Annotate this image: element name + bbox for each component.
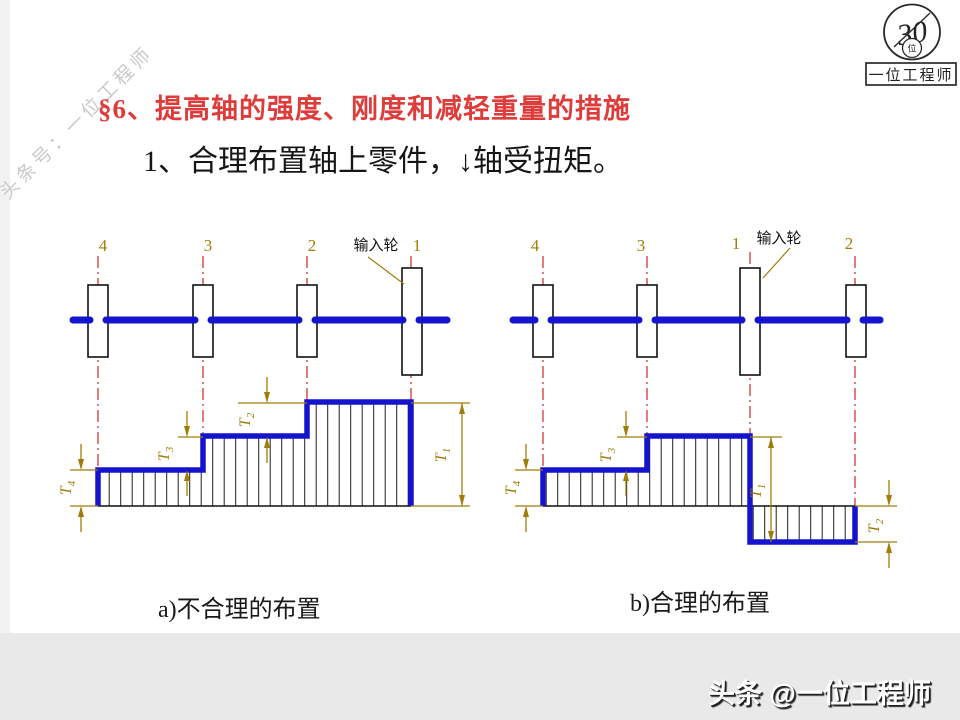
dim-label-t2: T2 [866,518,886,533]
diagram-b-torque-hatch [543,436,855,542]
brand-logo: 30 位 一位工程师 [865,3,957,86]
caption-diagram-a: a)不合理的布置 [158,597,321,623]
dim-label-t4: T4 [503,480,523,495]
diagram-a-torque-hatch [98,402,411,506]
dim-t3 [178,411,203,496]
wheel-number: 3 [204,236,213,255]
diagram-a-wheels [87,267,423,376]
dim-t2 [238,377,307,463]
diagram-a-dimensions [70,377,470,532]
logo-name-text: 一位工程师 [868,67,953,84]
input-wheel-label: 输入轮 [756,230,801,247]
footer-band [0,633,960,720]
diagram-b: 4 3 1 2 输入轮 [503,230,897,568]
logo-swash [893,12,931,48]
dim-label-t3: T3 [156,446,176,461]
logo-name-box [865,62,957,86]
diagram-a-wheel-numbers: 4 3 2 1 [99,236,422,255]
wheel-number: 4 [531,236,540,255]
dim-t1 [750,436,782,542]
dim-label-t1: T1 [433,448,453,462]
wheel-number: 3 [637,236,646,255]
logo-seal-circle [901,37,923,59]
dim-label-t3: T3 [598,447,618,462]
dim-label-t1: T1 [748,484,768,498]
wheel-number: 4 [99,236,108,255]
diagram-a-torque-profile [95,399,414,506]
dim-t4 [70,444,98,532]
dim-t4 [515,444,543,532]
dim-label-t4: T4 [58,480,78,495]
input-wheel-label: 输入轮 [353,237,398,254]
left-edge-strip [0,0,10,633]
footer-credit: 头条 @一位工程师 [708,679,931,709]
page-title: §6、提高轴的强度、刚度和减轻重量的措施 [98,94,631,124]
dim-t1 [411,402,470,507]
logo-circle [883,3,941,61]
wheel-number: 1 [732,234,741,253]
input-wheel-leader-line [762,247,791,279]
dim-label-t2: T2 [237,412,257,427]
wheel-number: 2 [308,236,317,255]
diagram-b-torque-profile [540,433,858,545]
dim-t3 [617,411,647,496]
logo-seal-char: 位 [907,43,916,54]
diagram-b-dimensions [515,411,897,568]
diagram-b-wheel-numbers: 4 3 1 2 [531,234,854,255]
wheel-number: 2 [845,234,854,253]
wheel-number: 1 [413,236,422,255]
dim-t2 [855,480,897,568]
caption-diagram-b: b)合理的布置 [630,591,770,617]
input-wheel-leader-line [367,256,405,285]
page-subtitle: 1、合理布置轴上零件，↓轴受扭矩。 [143,145,623,178]
diagram-a: 4 3 2 1 输入轮 [58,236,470,532]
